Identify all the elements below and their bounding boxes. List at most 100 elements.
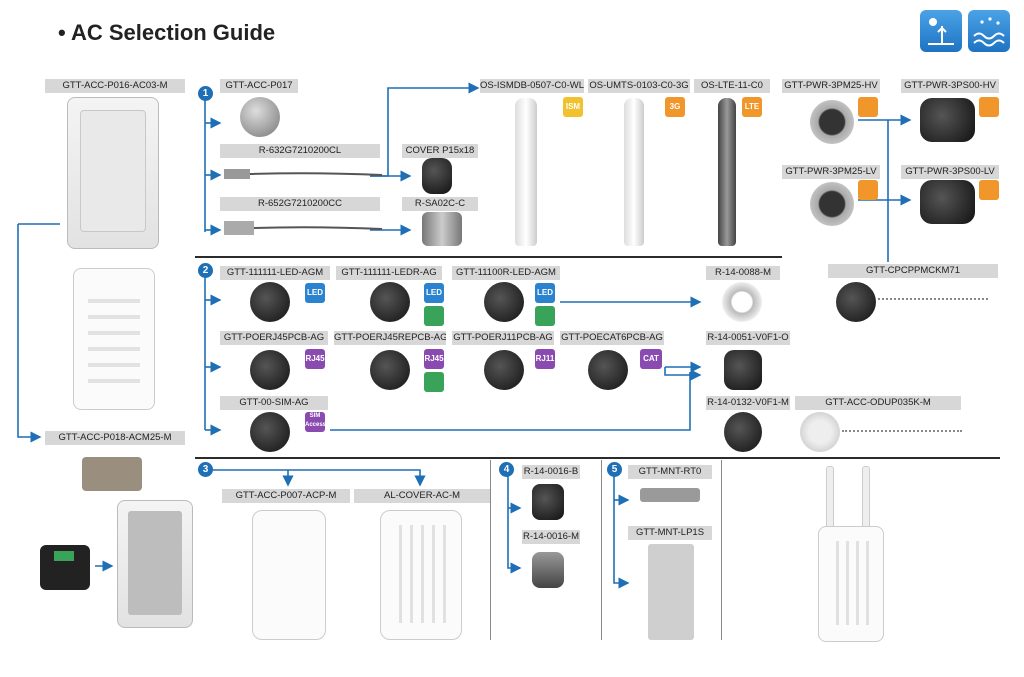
sim-access-badge: SIM Access (305, 412, 326, 432)
power-plug-icon (979, 97, 999, 117)
open-enclosure-image (117, 500, 193, 628)
section-number-4: 4 (499, 462, 514, 477)
label-cpcppmckm71: GTT-CPCPPMCKM71 (828, 264, 998, 278)
aluminum-cover-image (380, 510, 462, 640)
chain-image (878, 298, 988, 306)
ism-antenna-image (515, 98, 537, 246)
label-ledr-ag: GTT-111111-LEDR-AG (336, 266, 442, 280)
eco-icon (535, 306, 555, 326)
rj45-plug-image (370, 350, 410, 390)
umts-antenna-image (624, 98, 644, 246)
led-plug-image (484, 282, 524, 322)
connector-adapter-image (422, 212, 462, 246)
ism-badge: ISM (563, 97, 583, 117)
outdoor-sun-icon (920, 10, 962, 52)
enclosure-back-image (73, 268, 155, 410)
label-mnt-rt0: GTT-MNT-RT0 (628, 465, 712, 479)
column-divider (601, 460, 602, 640)
label-r14-0088: R-14-0088-M (706, 266, 780, 280)
label-sim-ag: GTT-00-SIM-AG (220, 396, 328, 410)
section-divider (195, 457, 1000, 459)
label-p016: GTT-ACC-P016-AC03-M (45, 79, 185, 93)
label-p017: GTT-ACC-P017 (220, 79, 298, 93)
mount-bracket-image (82, 457, 142, 491)
led-badge: LED (424, 283, 444, 303)
rj45-badge: RJ45 (424, 349, 444, 369)
label-poerj11pcb: GTT-POERJ11PCB-AG (452, 331, 554, 345)
label-poecat6pcb: GTT-POECAT6PCB-AG (560, 331, 664, 345)
label-p007: GTT-ACC-P007-ACP-M (222, 489, 350, 503)
label-cover: COVER P15x18 (402, 144, 478, 158)
plastic-cover-image (252, 510, 326, 640)
chain-image (842, 430, 962, 438)
section-number-1: 1 (198, 86, 213, 101)
assembled-device-image (818, 526, 884, 642)
water-wave-icon (968, 10, 1010, 52)
mount-plate-image (648, 544, 694, 640)
vent-cap-image (800, 412, 840, 452)
label-os-umts: OS-UMTS-0103-C0-3G (588, 79, 690, 93)
label-pwr-3pm25-lv: GTT-PWR-3PM25-LV (782, 165, 880, 179)
label-pwr-3ps00-lv: GTT-PWR-3PS00-LV (901, 165, 999, 179)
metal-plug-image (532, 552, 564, 588)
label-p018: GTT-ACC-P018-ACM25-M (45, 431, 185, 445)
label-pwr-3pm25-hv: GTT-PWR-3PM25-HV (782, 79, 880, 93)
label-poerj45repcb: GTT-POERJ45REPCB-AG (334, 331, 446, 345)
protective-cap-image (836, 282, 876, 322)
lte-antenna-image (718, 98, 736, 246)
lte-badge: LTE (742, 97, 762, 117)
rj11-badge: RJ11 (535, 349, 555, 369)
led-badge: LED (305, 283, 325, 303)
transparent-gland-image (722, 282, 762, 322)
page-title: • AC Selection Guide (58, 20, 276, 45)
rj11-plug-image (484, 350, 524, 390)
plug-connector-image (920, 98, 975, 142)
eco-icon (424, 306, 444, 326)
rj45-plug-image (250, 350, 290, 390)
column-divider (490, 460, 491, 640)
cap-image (240, 97, 280, 137)
label-sa02c: R-SA02C-C (402, 197, 478, 211)
label-odup035k: GTT-ACC-ODUP035K-M (795, 396, 961, 410)
label-pwr-3ps00-hv: GTT-PWR-3PS00-HV (901, 79, 999, 93)
power-plug-icon (858, 97, 878, 117)
gland-cap-image (724, 412, 762, 452)
sfp-module-image (40, 545, 90, 590)
led-plug-image (370, 282, 410, 322)
label-r14-0051: R-14-0051-V0F1-O (706, 331, 790, 345)
label-led-11100r: GTT-11100R-LED-AGM (452, 266, 560, 280)
label-r632: R-632G7210200CL (220, 144, 380, 158)
rubber-cover-image (422, 158, 452, 194)
sim-plug-image (250, 412, 290, 452)
plug-connector-image (920, 180, 975, 224)
enclosure-box-image (67, 97, 159, 249)
pigtail-cable-image (224, 166, 384, 182)
eco-icon (424, 372, 444, 392)
label-r652: R-652G7210200CC (220, 197, 380, 211)
panel-connector-image (810, 182, 854, 226)
cable-gland-image (724, 350, 762, 390)
column-divider (721, 460, 722, 640)
panel-connector-image (810, 100, 854, 144)
power-plug-icon (979, 180, 999, 200)
section-number-2: 2 (198, 263, 213, 278)
label-os-ismdb: OS-ISMDB-0507-C0-WL (480, 79, 584, 93)
led-plug-image (250, 282, 290, 322)
label-led-agm: GTT-111111-LED-AGM (220, 266, 330, 280)
rj45-badge: RJ45 (305, 349, 325, 369)
black-plug-image (532, 484, 564, 520)
section-number-5: 5 (607, 462, 622, 477)
label-os-lte: OS-LTE-11-C0 (694, 79, 770, 93)
label-r14-0016-b: R-14-0016-B (522, 465, 580, 479)
label-poerj45pcb: GTT-POERJ45PCB-AG (220, 331, 328, 345)
label-mnt-lp1s: GTT-MNT-LP1S (628, 526, 712, 540)
cat6-badge: CAT 6 (640, 349, 662, 383)
pigtail-cable-image (224, 218, 384, 238)
cat6-plug-image (588, 350, 628, 390)
led-badge: LED (535, 283, 555, 303)
label-al-cover: AL-COVER-AC-M (354, 489, 490, 503)
mount-clamp-image (640, 488, 700, 502)
label-r14-0132: R-14-0132-V0F1-M (706, 396, 790, 410)
3g-badge: 3G (665, 97, 685, 117)
